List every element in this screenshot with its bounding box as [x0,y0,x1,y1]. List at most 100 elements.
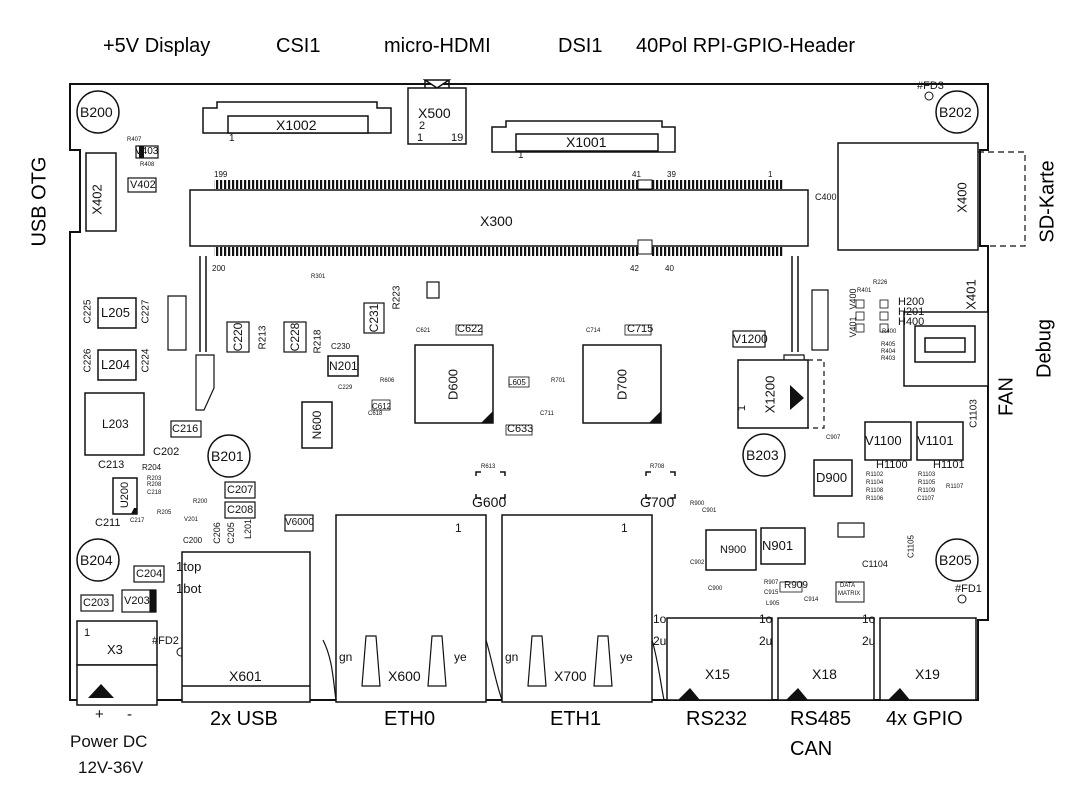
cap-c228: C228 [288,322,302,352]
mounting-hole-b204 [76,538,120,582]
ic-d700: D700 [614,368,630,401]
connector-x600: X600 [388,668,421,684]
cap-c1105: C1105 [906,535,916,558]
ethernet-details [322,635,665,701]
cap-c204: C204 [136,568,163,580]
cap-c202: C202 [153,446,180,458]
ic-l203-shape [84,392,145,456]
connector-x500-shape [407,79,467,145]
res-r301: R301 [311,274,326,280]
led-h200: H200 [898,296,925,308]
ind-l905: L905 [766,601,780,607]
pin-x300-1: 1 [768,170,773,179]
hole-label-b203: B203 [746,447,779,463]
crystals [475,471,676,499]
diode-v401: V401 [848,316,858,338]
pin-x700-1: 1 [621,521,628,535]
pin-x500-19: 19 [451,132,464,144]
res-r907: R907 [764,580,779,586]
cap-c914: C914 [804,597,819,603]
cap-c907: C907 [826,435,841,441]
cap-c205: C205 [226,522,236,544]
cap-c902: C902 [690,560,705,566]
res-r1103: R1103 [918,472,936,478]
passive-outlines [371,299,889,593]
x15-shape [666,617,773,701]
led-h1101: H1101 [933,459,965,471]
cap-c213: C213 [98,459,125,471]
connector-x300: X300 [480,213,513,229]
ic-n900-shape [705,529,757,571]
pin-x19-2u: 2u [862,634,876,648]
label-5v-display: +5V Display [103,35,211,57]
connector-x1200-shape [737,359,825,429]
connector-x15: X15 [705,666,730,682]
fiducial-fd3: #FD3 [917,80,944,92]
ic-l205: L205 [101,305,130,320]
pin-x300-200: 200 [212,264,226,273]
res-r218: R218 [312,329,324,354]
cap-c714: C714 [586,328,601,334]
led-x700-gn: gn [505,650,519,664]
ic-n201: N201 [329,359,358,373]
ic-n600-shape [301,401,333,449]
cap-c227: C227 [140,299,152,324]
hole-label-b200: B200 [80,104,113,120]
res-r400: R400 [882,329,897,335]
res-r223: R223 [391,285,403,310]
cap-c229: C229 [338,385,353,391]
ic-v1100-shape [864,421,912,461]
hole-label-b205: B205 [939,552,972,568]
connector-x1002-shape [202,101,392,134]
label-sd-karte: SD-Karte [1036,160,1059,243]
connector-x401-shape [903,311,989,387]
label-debug: Debug [1033,319,1056,378]
res-r1108: R1108 [866,488,884,494]
cap-c231: C231 [367,303,381,333]
res-r1107: R1107 [946,484,964,490]
pin-x500-1: 1 [417,132,424,144]
cap-c208: C208 [227,504,254,516]
cap-c618: C618 [368,411,383,417]
res-r613: R613 [481,464,496,470]
pin-x1001-1: 1 [518,150,524,161]
connector-x601: X601 [229,668,262,684]
data-matrix-text-2: MATRIX [838,591,861,597]
cap-c612: C612 [372,402,392,411]
bottom-connector-shapes [76,514,977,706]
label-eth1: ETH1 [550,708,602,730]
cap-c225: C225 [82,299,94,324]
mounting-hole-b202 [935,90,979,134]
res-r701: R701 [551,378,566,384]
pin-x300-42: 42 [630,264,639,273]
led-x600-ye: ye [454,650,467,664]
res-r405: R405 [881,342,896,348]
cap-c203: C203 [83,597,110,609]
res-r1109: R1109 [918,488,936,494]
res-r403: R403 [881,356,896,362]
mounting-hole-b205 [935,538,979,582]
ic-d900: D900 [816,470,848,485]
res-r1105: R1105 [918,480,936,486]
connector-x400-shape [837,142,1026,251]
ic-u200: U200 [119,481,131,509]
label-2x-usb: 2x USB [210,708,278,730]
res-r203: R203 [147,476,162,482]
pin-x18-2u: 2u [759,634,773,648]
hole-label-b204: B204 [80,552,113,568]
ic-v403: V403 [135,146,159,157]
diode-v400: V400 [848,288,858,310]
connector-x700: X700 [554,668,587,684]
mounting-hole-b201 [207,434,251,478]
ind-l605: L605 [508,378,526,387]
cap-c900: C900 [708,586,723,592]
ic-l204-shape [97,349,137,381]
diode-v201: V201 [184,517,199,523]
connector-x401: X401 [963,279,979,310]
label-micro-hdmi: micro-HDMI [384,35,491,57]
res-r1102: R1102 [866,472,884,478]
label-power-minus: - [127,706,132,723]
ic-l205-shape [97,297,137,329]
pin-x600-1: 1 [455,521,462,535]
